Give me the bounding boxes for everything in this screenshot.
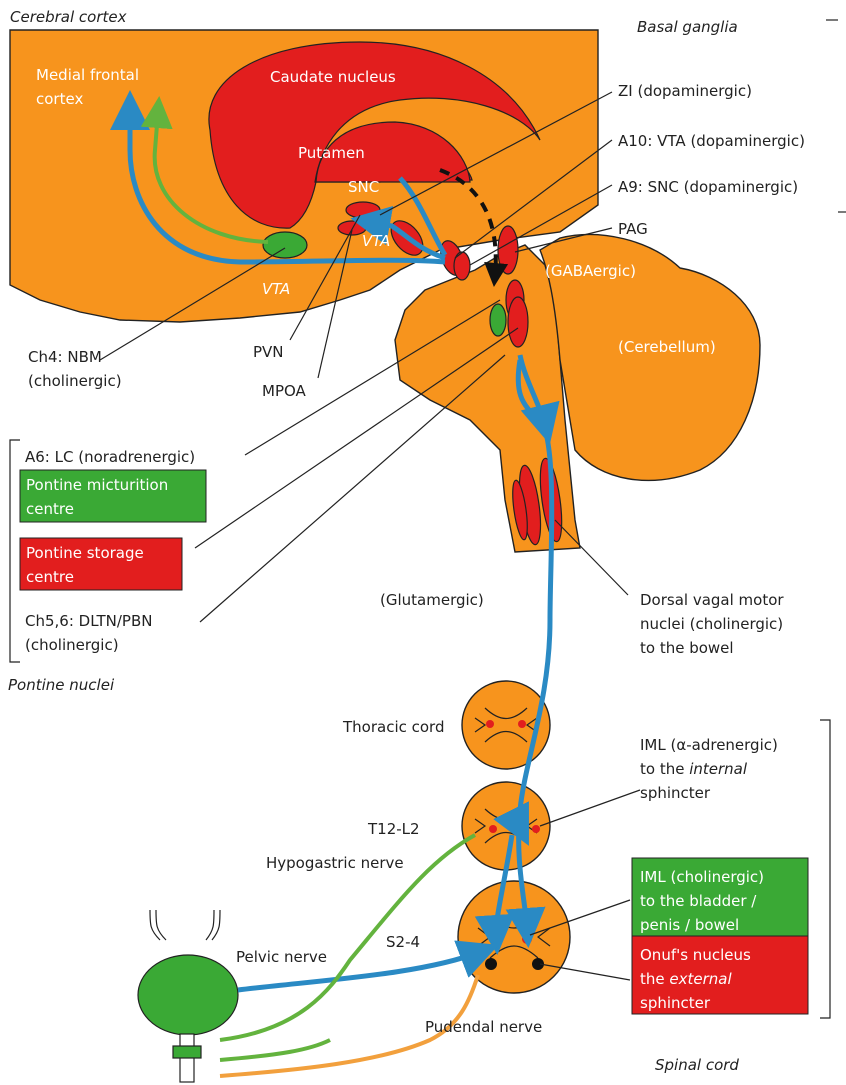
pathway-black-dashed xyxy=(439,168,509,287)
pathway-blue-pelvic xyxy=(237,940,499,993)
iml-cholinergic-label-1: IML (cholinergic) xyxy=(640,868,764,886)
a10-label: A10: VTA (dopaminergic) xyxy=(618,132,805,150)
zi-label: ZI (dopaminergic) xyxy=(618,82,752,100)
iml-cholinergic-label-3: penis / bowel xyxy=(640,916,739,934)
pointer-lines xyxy=(99,91,641,981)
dorsal-vagal-nucleus-3 xyxy=(512,479,528,541)
medial-frontal-label-2: cortex xyxy=(36,90,83,108)
gabaergic-label: (GABAergic) xyxy=(545,262,636,280)
pontine-nuclei-bracket xyxy=(9,439,20,663)
medial-frontal-label-1: Medial frontal xyxy=(36,66,139,84)
pathway-blue-s24 xyxy=(474,834,515,955)
iml-alpha-label-3: sphincter xyxy=(640,784,711,802)
psc-label-1: Pontine storage xyxy=(26,544,144,562)
s2-4-cord-section xyxy=(457,880,571,994)
pathway-blue-pontine-down xyxy=(517,354,560,445)
ch4-label-2: (cholinergic) xyxy=(28,372,122,390)
pontine-micturition-box xyxy=(19,469,207,523)
vta-inner-label: VTA xyxy=(362,232,390,250)
hypogastric-nerve-label: Hypogastric nerve xyxy=(266,854,404,872)
onufs-nucleus-box xyxy=(631,935,809,1015)
pmc-label-2: centre xyxy=(26,500,74,518)
onufs-label-1: Onuf's nucleus xyxy=(640,946,751,964)
ch56-label-1: Ch5,6: DLTN/PBN xyxy=(25,612,153,630)
basal-ganglia-label: Basal ganglia xyxy=(637,18,738,36)
pvn-label: PVN xyxy=(253,343,284,361)
pelvic-nerve-label: Pelvic nerve xyxy=(236,948,327,966)
t12-l2-label: T12-L2 xyxy=(367,820,420,838)
mpoa-label: MPOA xyxy=(262,382,307,400)
ch56-label-2: (cholinergic) xyxy=(25,636,119,654)
pathway-blue-putamen xyxy=(398,176,448,257)
snc-label: SNC xyxy=(348,178,379,196)
iml-cholinergic-box xyxy=(631,857,809,937)
pontine-storage-nucleus xyxy=(507,296,529,348)
putamen-nucleus xyxy=(315,121,471,183)
thoracic-cord-section xyxy=(461,680,551,770)
putamen-label: Putamen xyxy=(298,144,365,162)
pag-nucleus xyxy=(497,225,519,275)
dvmn-label-2: nuclei (cholinergic) xyxy=(640,615,783,633)
s2-4-label: S2-4 xyxy=(386,933,420,951)
onufs-label-2: the external xyxy=(640,970,732,988)
iml-alpha-label-1: IML (α-adrenergic) xyxy=(640,736,778,754)
glutamergic-label: (Glutamergic) xyxy=(380,591,484,609)
pontine-micturition-nucleus xyxy=(489,303,507,337)
spinal-cord-bracket xyxy=(820,719,831,1019)
bladder xyxy=(137,909,239,1083)
a6-label: A6: LC (noradrenergic) xyxy=(25,448,195,466)
pontine-storage-box xyxy=(19,537,183,591)
iml-alpha-label-2: to the internal xyxy=(640,760,748,778)
a9-label: A9: SNC (dopaminergic) xyxy=(618,178,798,196)
spinal-cord-label: Spinal cord xyxy=(655,1056,739,1074)
onufs-label-3: sphincter xyxy=(640,994,711,1012)
pag-label: PAG xyxy=(618,220,648,238)
pathway-blue-cortex xyxy=(110,90,446,265)
pathway-green-hypogastric xyxy=(219,833,476,1042)
thoracic-cord-label: Thoracic cord xyxy=(342,718,444,736)
ch4-label-1: Ch4: NBM xyxy=(28,348,102,366)
cerebellum-label: (Cerebellum) xyxy=(618,338,716,356)
caudate-label: Caudate nucleus xyxy=(270,68,396,86)
psc-label-2: centre xyxy=(26,568,74,586)
vta-lower-label: VTA xyxy=(262,280,290,298)
snc-nucleus xyxy=(345,201,381,219)
dvmn-label-3: to the bowel xyxy=(640,639,734,657)
dvmn-label-1: Dorsal vagal motor xyxy=(640,591,784,609)
pathway-blue-t12 xyxy=(493,801,529,846)
cerebral-cortex-label: Cerebral cortex xyxy=(10,8,127,26)
iml-cholinergic-label-2: to the bladder / xyxy=(640,892,757,910)
pontine-nuclei-label: Pontine nuclei xyxy=(8,676,115,694)
pmc-label-1: Pontine micturition xyxy=(26,476,168,494)
pudendal-nerve-label: Pudendal nerve xyxy=(425,1018,542,1036)
pathway-green-pelvic xyxy=(219,1038,331,1062)
pathway-orange-pudendal xyxy=(219,974,480,1078)
pathway-green-cortex xyxy=(140,96,269,244)
pathway-blue-snc xyxy=(350,205,446,261)
cerebellum-shape xyxy=(539,233,761,482)
ch4-nbm-nucleus xyxy=(262,231,308,259)
